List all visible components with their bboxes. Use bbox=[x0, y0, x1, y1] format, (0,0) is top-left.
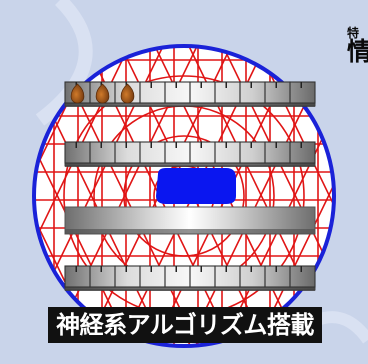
tray-stack bbox=[64, 81, 316, 291]
caption-banner: 神経系アルゴリズム搭載 bbox=[48, 307, 322, 343]
seed-icon[interactable] bbox=[70, 83, 85, 104]
seed-icon[interactable] bbox=[120, 83, 135, 104]
seed-icon[interactable] bbox=[95, 83, 110, 104]
corner-heading-bottom: 情 bbox=[347, 37, 368, 66]
tray-slot[interactable] bbox=[289, 265, 316, 288]
tray-slot[interactable] bbox=[289, 141, 316, 164]
tray-slot[interactable] bbox=[289, 81, 316, 104]
corner-heading-top: 特 bbox=[347, 26, 360, 40]
tray-row bbox=[64, 141, 316, 167]
tray-row bbox=[64, 265, 316, 291]
tray-row bbox=[64, 81, 316, 107]
blue-blob-icon[interactable] bbox=[156, 168, 236, 204]
tray-row bbox=[64, 206, 316, 235]
